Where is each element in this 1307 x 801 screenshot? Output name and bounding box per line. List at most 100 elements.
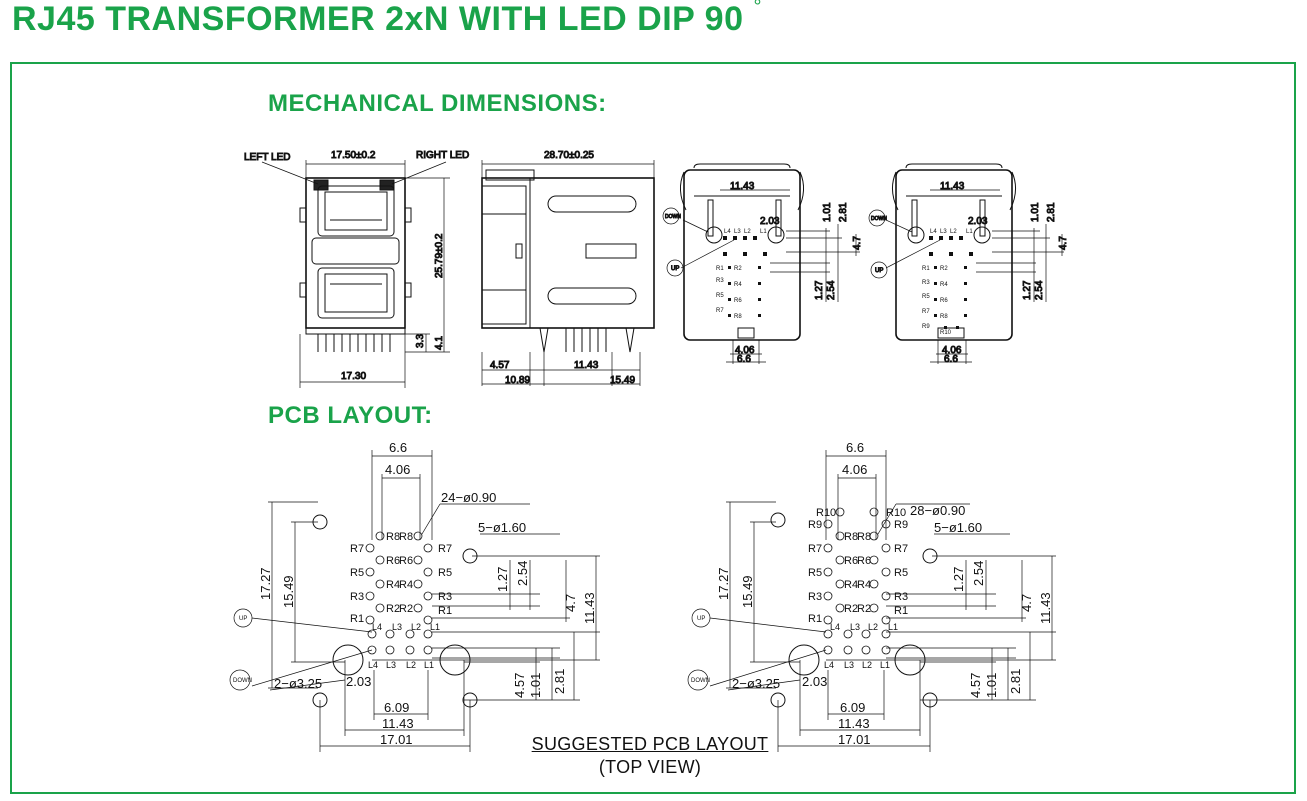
- pcb-b-L3b: L3: [844, 660, 854, 670]
- pcb-a-d406: 4.06: [385, 462, 410, 477]
- pcb-a-R3l: R3: [350, 591, 364, 603]
- pcb-a-d1727: 17.27: [258, 567, 273, 600]
- side-d1089: 10.89: [505, 375, 530, 386]
- pcb-a-L3t: L3: [392, 622, 402, 632]
- pcb-a-R6l: R6: [386, 555, 400, 567]
- pcb-b-L3t: L3: [850, 622, 860, 632]
- bv-a-d406: 4.06: [735, 345, 755, 356]
- pcb-b-R4l: R4: [844, 579, 858, 591]
- bv-b-R10: R10: [940, 330, 952, 336]
- bv-b-d47: 4.7: [1058, 236, 1069, 250]
- pcb-a-L2t: L2: [411, 622, 421, 632]
- pcb-a-down: DOWN: [233, 678, 252, 684]
- bottom-view-b: DOWN UP 11.43 2.03 1.01 2.81 4.7 1.27 2.…: [868, 163, 1070, 366]
- pcb-a-d1701: 17.01: [380, 732, 413, 747]
- pcb-b-R10r: R10: [886, 507, 906, 519]
- pcb-a-R1r: R1: [438, 605, 452, 617]
- pcb-a-mount: 5−ø1.60: [478, 520, 526, 535]
- pcb-b-L2t: L2: [868, 622, 878, 632]
- pcb-b-R7r: R7: [894, 543, 908, 555]
- bv-b-R3: R3: [922, 280, 930, 286]
- bv-a-up: UP: [671, 266, 679, 272]
- side-d457: 4.57: [490, 360, 510, 371]
- bv-a-L1: L1: [760, 229, 767, 235]
- pcb-a-R5l: R5: [350, 567, 364, 579]
- front-height: 25.79±0.2: [434, 233, 445, 278]
- bv-a-R3: R3: [716, 278, 724, 284]
- pcb-b-d66: 6.6: [846, 440, 864, 455]
- pcb-b-d203: 2.03: [802, 674, 827, 689]
- side-d1549: 15.49: [610, 375, 635, 386]
- pcb-b-d1143: 11.43: [1038, 592, 1053, 624]
- pcb-a-R2r: R2: [399, 603, 413, 615]
- bv-a-L3: L3: [734, 229, 741, 235]
- pcb-b-holes: 28−ø0.90: [910, 503, 965, 518]
- pcb-b-L1t: L1: [888, 622, 898, 632]
- bv-b-d254: 2.54: [1034, 280, 1045, 300]
- front-width-top: 17.50±0.2: [331, 150, 376, 161]
- pcb-a-L4t: L4: [372, 622, 382, 632]
- pcb-b-mount: 5−ø1.60: [934, 520, 982, 535]
- pcb-b-d47: 4.7: [1019, 594, 1034, 612]
- bv-a-down: DOWN: [665, 214, 681, 220]
- bv-a-d127: 1.27: [814, 280, 825, 300]
- pcb-b-L4t: L4: [830, 622, 840, 632]
- pcb-b-d1727: 17.27: [716, 567, 731, 600]
- pcb-a-R4l: R4: [386, 579, 400, 591]
- pcb-b-big: 2−ø3.25: [732, 676, 780, 691]
- bv-b-L3: L3: [940, 229, 947, 235]
- bv-a-R4: R4: [734, 282, 742, 288]
- side-length: 28.70±0.25: [544, 150, 594, 161]
- pcb-a-R3r: R3: [438, 591, 452, 603]
- bv-a-R5: R5: [716, 293, 724, 299]
- pcb-b-d609: 6.09: [840, 700, 865, 715]
- pcb-a-up: UP: [239, 616, 247, 622]
- pcb-b-R6r: R6: [857, 555, 871, 567]
- side-view: 28.70±0.25 4.57 11.43 10.89 15.49: [481, 150, 655, 387]
- pcb-a-d203: 2.03: [346, 674, 371, 689]
- pcb-a-R7l: R7: [350, 543, 364, 555]
- bv-b-d1143: 11.43: [940, 181, 965, 192]
- bv-b-R8: R8: [940, 314, 948, 320]
- bv-a-d203: 2.03: [760, 216, 780, 227]
- bv-b-R9: R9: [922, 324, 930, 330]
- bottom-view-a: DOWN UP 11.43 2.03 1.01 2.81 4.7 1.27 2.…: [662, 163, 864, 366]
- pcb-a-R2l: R2: [386, 603, 400, 615]
- pcb-b-R1r: R1: [894, 605, 908, 617]
- bv-a-L4: L4: [724, 229, 731, 235]
- pcb-layout-b: 6.6 4.06 28−ø0.90 5−ø1.60 17.27 15.49 1.…: [687, 440, 1056, 752]
- bv-b-d281: 2.81: [1046, 202, 1057, 222]
- pcb-b-R2l: R2: [844, 603, 858, 615]
- bv-b-R2: R2: [940, 266, 948, 272]
- bv-b-L2: L2: [950, 229, 957, 235]
- pcb-b-R9l: R9: [808, 519, 822, 531]
- pcb-a-R6r: R6: [399, 555, 413, 567]
- pcb-b-R8r: R8: [857, 531, 871, 543]
- bv-a-d101: 1.01: [822, 202, 833, 222]
- pcb-a-L4b: L4: [368, 660, 378, 670]
- degree-symbol: °: [753, 0, 763, 18]
- pcb-a-R7r: R7: [438, 543, 452, 555]
- pcb-caption: SUGGESTED PCB LAYOUT: [531, 734, 769, 754]
- bv-a-d1143: 11.43: [730, 181, 755, 192]
- pcb-b-R3r: R3: [894, 591, 908, 603]
- pcb-a-R5r: R5: [438, 567, 452, 579]
- bv-a-R2: R2: [734, 266, 742, 272]
- page-title: RJ45 TRANSFORMER 2xN WITH LED DIP 90°: [12, 0, 762, 39]
- bv-a-L2: L2: [744, 229, 751, 235]
- pcb-a-big: 2−ø3.25: [274, 676, 322, 691]
- bv-b-L4: L4: [930, 229, 937, 235]
- mechanical-dimensions-title: MECHANICAL DIMENSIONS:: [268, 90, 607, 117]
- pcb-b-R3l: R3: [808, 591, 822, 603]
- pcb-b-R4r: R4: [857, 579, 871, 591]
- pcb-a-d101: 1.01: [528, 673, 543, 698]
- pcb-b-d1549: 15.49: [740, 575, 755, 608]
- bv-a-R7: R7: [716, 308, 724, 314]
- pcb-b-d281: 2.81: [1008, 669, 1023, 694]
- pcb-b-R1l: R1: [808, 613, 822, 625]
- pcb-b-d254: 2.54: [971, 561, 986, 586]
- bv-b-R6: R6: [940, 298, 948, 304]
- bv-b-R5: R5: [922, 294, 930, 300]
- left-led-label: LEFT LED: [244, 152, 291, 163]
- bv-b-d406: 4.06: [942, 345, 962, 356]
